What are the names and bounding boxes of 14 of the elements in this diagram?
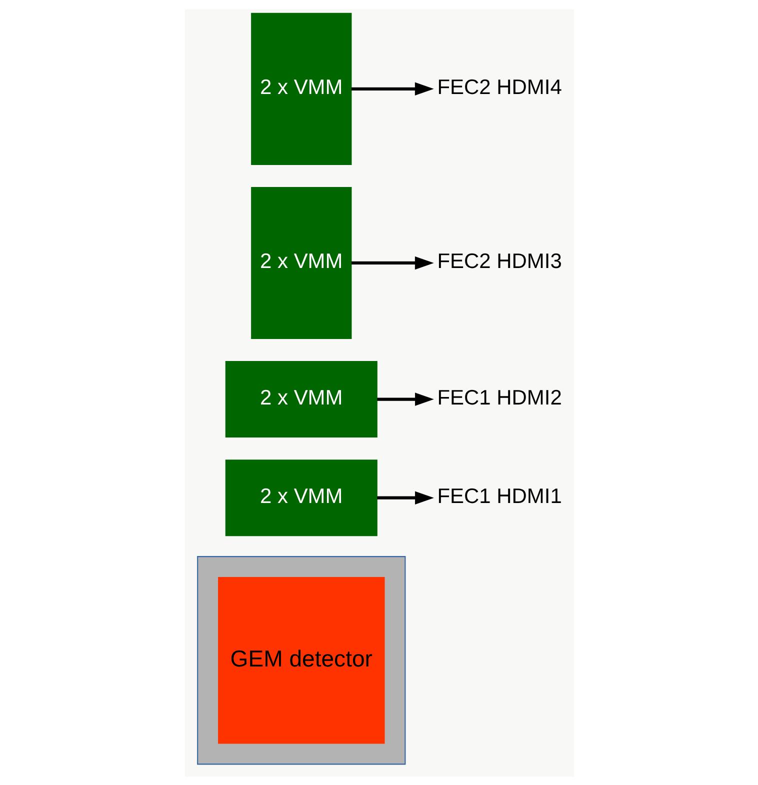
node-box: 2 x VMM — [224, 360, 377, 438]
arrow — [376, 392, 434, 406]
node-text: FEC1 HDMI2 — [436, 386, 562, 410]
node-box: 2 x VMM — [250, 12, 352, 164]
arrow — [350, 256, 434, 270]
arrow — [376, 490, 434, 504]
arrow — [350, 82, 434, 96]
node-text: FEC2 HDMI3 — [436, 250, 562, 273]
node-text: FEC2 HDMI4 — [436, 76, 562, 99]
node-box: 2 x VMM — [224, 459, 377, 536]
node-box: 2 x VMM — [250, 186, 352, 338]
node-text: FEC1 HDMI1 — [436, 484, 562, 508]
cluster — [196, 556, 406, 764]
node-box: GEM detector — [218, 576, 384, 744]
